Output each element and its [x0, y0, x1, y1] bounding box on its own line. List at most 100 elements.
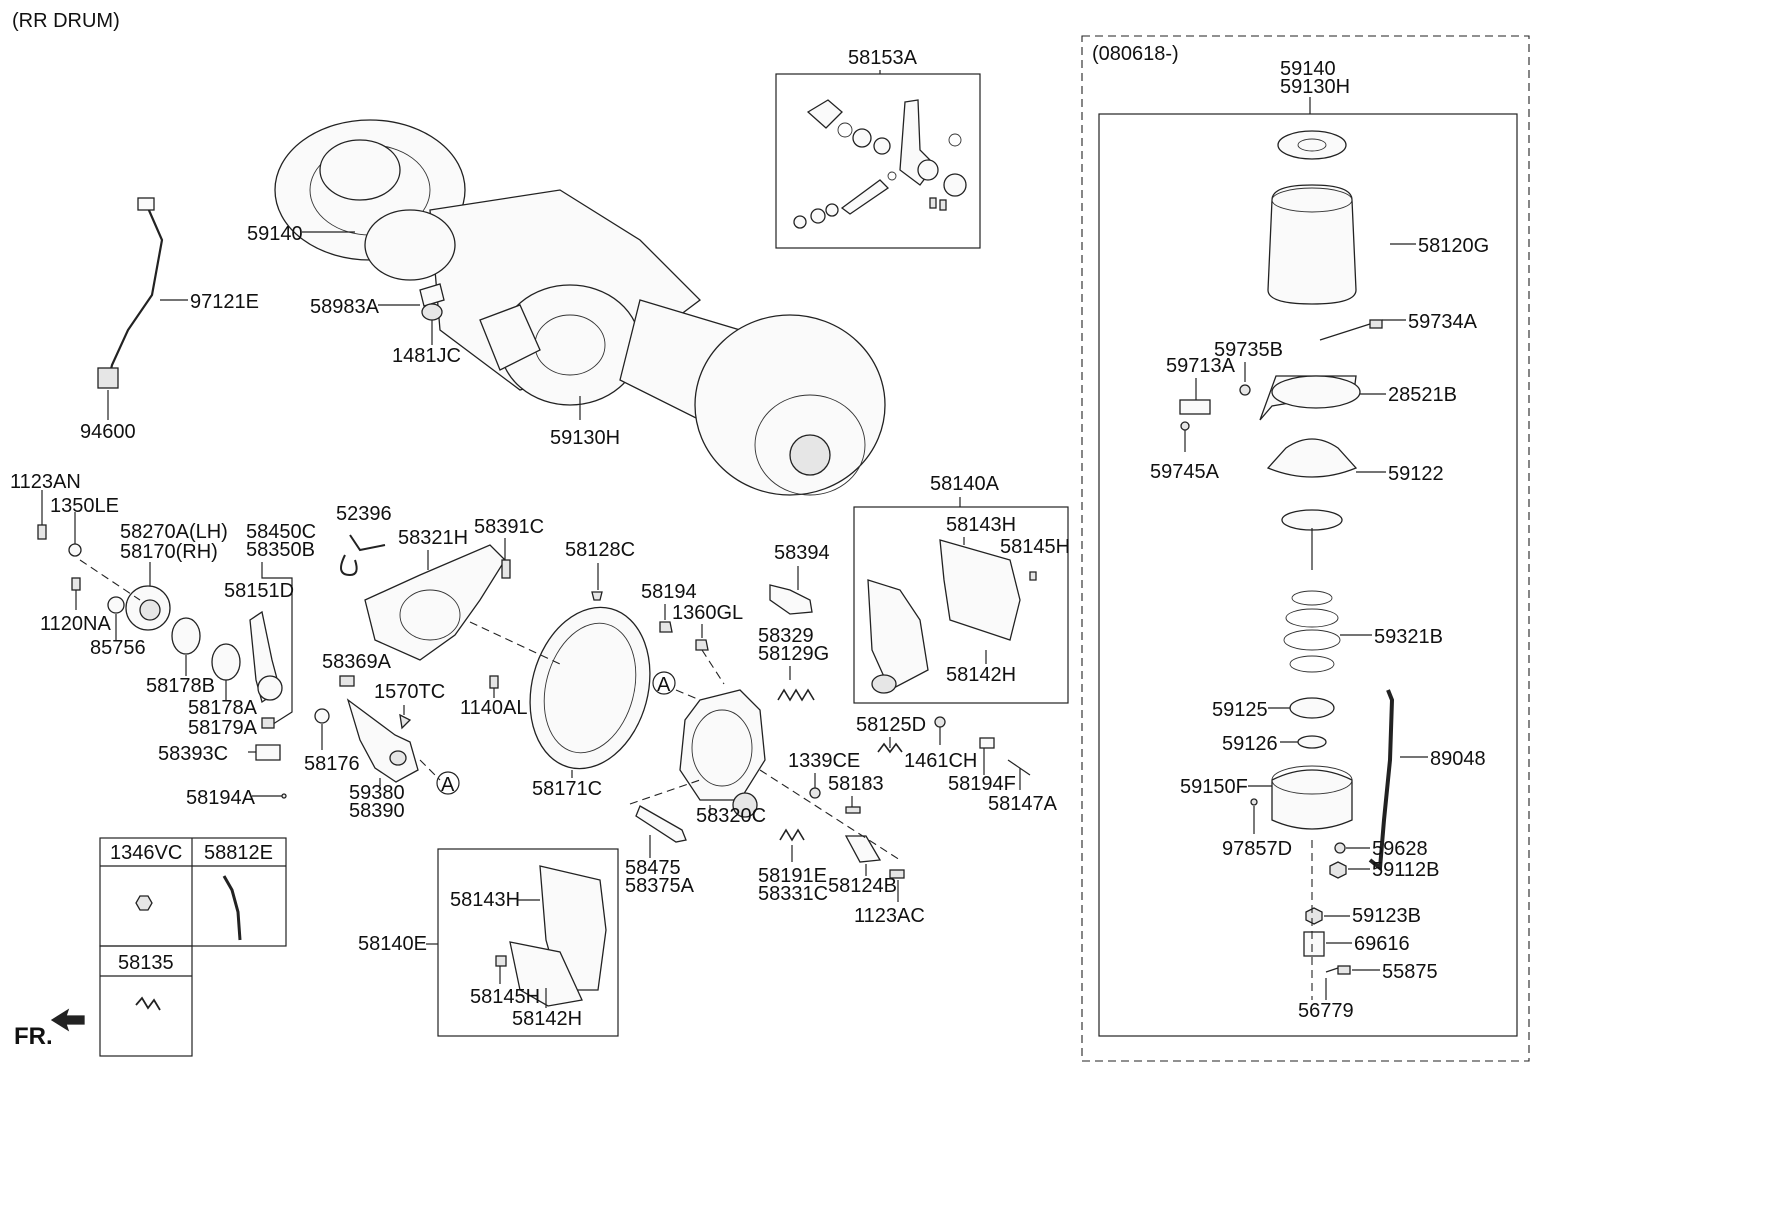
callout-1123AC: 1123AC: [854, 905, 925, 927]
callout-58170-rh: 58170(RH): [120, 541, 218, 563]
spring-brake-chamber-parts: [1179, 130, 1395, 1000]
callout-1570TC: 1570TC: [374, 681, 445, 703]
callout-1339CE: 1339CE: [788, 750, 860, 772]
chamber-56779: 56779: [1298, 1000, 1354, 1022]
ref-marker-a-left: A: [441, 774, 455, 796]
chamber-59734A: 59734A: [1408, 311, 1478, 333]
callout-97121E: 97121E: [190, 291, 259, 313]
chamber-69616: 69616: [1354, 933, 1410, 955]
callout-58128C: 58128C: [565, 539, 635, 561]
spring-icon: [135, 996, 161, 1011]
chamber-55875: 55875: [1382, 961, 1438, 983]
brake-shoe-kit-box-b: [437, 848, 619, 1037]
brake-spider: [679, 689, 766, 818]
chamber-bracket: [346, 698, 419, 783]
callout-58194A: 58194A: [186, 787, 256, 809]
chamber-59321B: 59321B: [1374, 626, 1443, 648]
chamber-parts-box: [1098, 113, 1518, 1037]
callout-1140AL: 1140AL: [460, 697, 527, 719]
callout-58143H-b: 58143H: [450, 889, 520, 911]
chamber-59140: 59140: [1280, 58, 1336, 80]
callout-58153A: 58153A: [848, 47, 918, 69]
callout-58151D: 58151D: [224, 580, 294, 602]
chamber-59123B: 59123B: [1352, 905, 1421, 927]
chamber-59125: 59125: [1212, 699, 1268, 721]
callout-1123AN: 1123AN: [10, 471, 81, 493]
chamber-97857D: 97857D: [1222, 838, 1292, 860]
callout-59140: 59140: [247, 223, 303, 245]
diagram-title: (RR DRUM): [12, 10, 120, 32]
callout-58450C: 58450C: [246, 521, 316, 543]
slack-adjuster-kit-box: [775, 73, 981, 249]
callout-58183: 58183: [828, 773, 884, 795]
callout-58124B: 58124B: [828, 875, 897, 897]
callout-58140A: 58140A: [930, 473, 1000, 495]
callout-58331C: 58331C: [758, 883, 828, 905]
callout-58145H-a: 58145H: [1000, 536, 1070, 558]
callout-58176: 58176: [304, 753, 360, 775]
hose-icon: [222, 875, 242, 941]
callout-1461CH: 1461CH: [904, 750, 977, 772]
callout-58191E: 58191E: [758, 865, 827, 887]
callout-58329: 58329: [758, 625, 814, 647]
ref-marker-a-right: A: [657, 674, 671, 696]
callout-58320C: 58320C: [696, 805, 766, 827]
callout-58142H-a: 58142H: [946, 664, 1016, 686]
front-arrow-icon: [50, 1008, 85, 1032]
brake-shoe-kit-box: [853, 506, 1069, 704]
chamber-59112B: 59112B: [1372, 859, 1439, 881]
chamber-89048: 89048: [1430, 748, 1486, 770]
callout-58321H: 58321H: [398, 527, 468, 549]
chamber-59130H: 59130H: [1280, 76, 1350, 98]
callout-58178B: 58178B: [146, 675, 215, 697]
chamber-59628: 59628: [1372, 838, 1428, 860]
chamber-59122: 59122: [1388, 463, 1444, 485]
legend-58135: 58135: [118, 952, 174, 974]
callout-58145H-b: 58145H: [470, 986, 540, 1008]
callout-58375A: 58375A: [625, 875, 695, 897]
brake-shoe-b: [509, 865, 607, 1007]
callout-58147A: 58147A: [988, 793, 1058, 815]
legend-58812E: 58812E: [204, 842, 273, 864]
callout-58140E: 58140E: [358, 933, 427, 955]
abs-sensor-cable: [97, 197, 164, 389]
callout-1120NA: 1120NA: [40, 613, 111, 635]
chamber-28521B: 28521B: [1388, 384, 1457, 406]
callout-59130H: 59130H: [550, 427, 620, 449]
callout-58983A: 58983A: [310, 296, 380, 318]
callout-58393C: 58393C: [158, 743, 228, 765]
callout-58142H-b: 58142H: [512, 1008, 582, 1030]
slack-adjuster: [249, 610, 283, 729]
callout-58194: 58194: [641, 581, 697, 603]
callout-85756: 85756: [90, 637, 146, 659]
chamber-59150F: 59150F: [1180, 776, 1248, 798]
rear-axle-assembly: [274, 119, 886, 496]
camshaft-bracket: [364, 544, 506, 661]
chamber-59713A: 59713A: [1166, 355, 1236, 377]
callout-94600: 94600: [80, 421, 136, 443]
callout-58390: 58390: [349, 800, 405, 822]
callout-58143H-a: 58143H: [946, 514, 1016, 536]
callout-58475: 58475: [625, 857, 681, 879]
slack-adjuster-kit-parts: [793, 99, 967, 229]
callout-1360GL: 1360GL: [672, 602, 743, 624]
chamber-58120G: 58120G: [1418, 235, 1489, 257]
legend-1346VC: 1346VC: [110, 842, 182, 864]
front-direction-label: FR.: [14, 1023, 53, 1050]
chamber-59745A: 59745A: [1150, 461, 1220, 483]
brake-shoe-a: [867, 539, 1021, 694]
callout-58179A: 58179A: [188, 717, 258, 739]
legend-table: [99, 837, 287, 1057]
chamber-59126: 59126: [1222, 733, 1278, 755]
dust-shield: [529, 606, 651, 770]
abs-tone-ring: [125, 585, 171, 631]
nut-icon: [135, 895, 153, 911]
callout-58391C: 58391C: [474, 516, 544, 538]
callout-58171C: 58171C: [532, 778, 602, 800]
callout-58125D: 58125D: [856, 714, 926, 736]
callout-1481JC: 1481JC: [392, 345, 461, 367]
callout-52396: 52396: [336, 503, 392, 525]
variant-title: (080618-): [1092, 43, 1179, 65]
callout-58369A: 58369A: [322, 651, 392, 673]
